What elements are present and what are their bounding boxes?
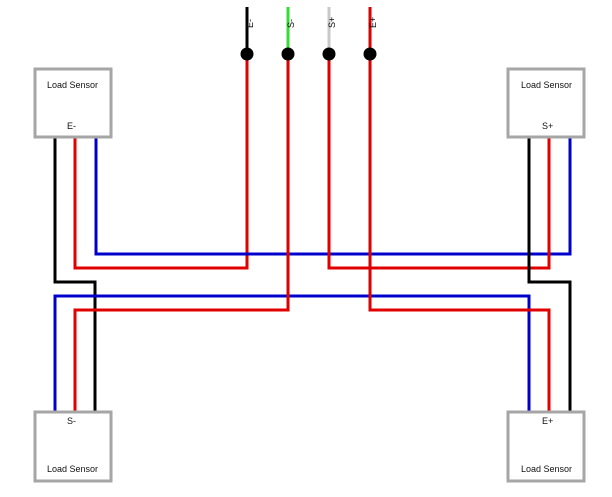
sensor-terminal-label: S- [67,416,76,426]
connector-s-plus [322,47,336,61]
sensor-box [33,67,113,139]
tr-black-wire [527,137,572,412]
tl-red-wire [73,54,249,270]
tl-blue-wire [94,137,572,256]
connector-e-minus [240,47,254,61]
bl-blue-wire [53,294,531,412]
wires [53,7,572,412]
sensor-terminal-label: E+ [542,416,553,426]
sensor-title: Load Sensor [47,464,98,474]
sensor-box [506,67,586,139]
sensor-title: Load Sensor [521,80,572,90]
tl-black-wire [53,137,97,412]
br-red-wire [368,54,551,412]
lead-label-e-minus: E- [245,19,255,28]
sensor-top-left: Load Sensor E- [33,67,113,139]
sensor-bottom-left: S- Load Sensor [33,410,113,483]
lead-connectors [240,47,377,61]
sensor-box [33,410,113,483]
bl-red-wire [73,54,290,412]
tr-red-wire [327,54,551,270]
sensor-terminal-label: S+ [542,121,553,131]
sensor-title: Load Sensor [47,80,98,90]
lead-labels: E- S- S+ E+ [245,17,378,28]
sensor-bottom-right: E+ Load Sensor [506,410,586,483]
sensor-top-right: Load Sensor S+ [506,67,586,139]
lead-label-s-plus: S+ [327,17,337,28]
sensor-box [506,410,586,483]
sensor-terminal-label: E- [67,121,76,131]
connector-e-plus [363,47,377,61]
lead-label-e-plus: E+ [368,17,378,28]
lead-label-s-minus: S- [286,19,296,28]
sensor-title: Load Sensor [521,464,572,474]
connector-s-minus [281,47,295,61]
